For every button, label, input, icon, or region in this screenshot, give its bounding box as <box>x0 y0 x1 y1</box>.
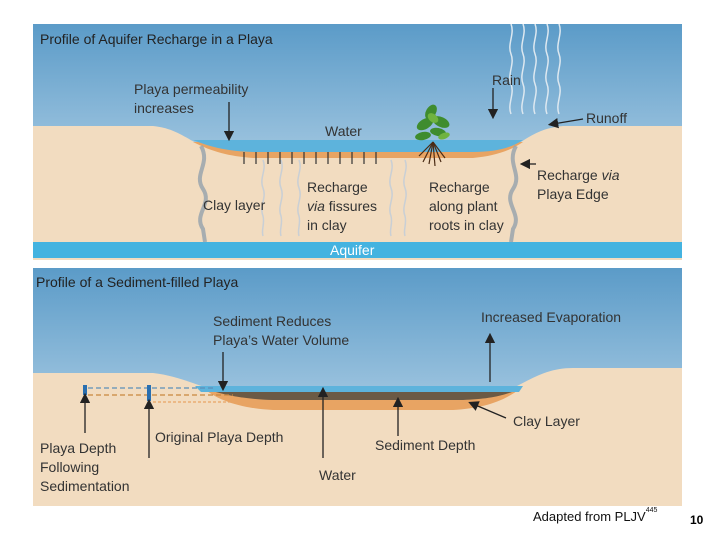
page-number: 10 <box>690 513 704 527</box>
runoff-label: Runoff <box>586 110 627 126</box>
recharge-edge-via: via <box>601 167 620 183</box>
depth-following-label: Playa Depth Following Sedimentation <box>40 440 130 494</box>
clay-layer-label: Clay layer <box>203 197 266 213</box>
plant-icon <box>415 104 450 167</box>
aquifer-recharge-panel: Profile of Aquifer Recharge in a Playa P… <box>33 24 682 260</box>
water-label: Water <box>325 123 362 139</box>
aquifer-recharge-illustration <box>33 24 682 260</box>
recharge-wavy-lines <box>197 145 519 243</box>
sediment-reduces-label: Sediment Reduces Playa’s Water Volume <box>213 313 350 348</box>
source-credit: Adapted from PLJV445 <box>533 507 658 524</box>
recharge-roots-label: Recharge along plant roots in clay <box>429 179 504 233</box>
recharge-edge-line1: Recharge <box>537 167 602 183</box>
sediment-playa-panel: Profile of a Sediment-filled Playa Sedim… <box>33 268 682 506</box>
playa-water <box>195 386 523 392</box>
fissure-arrows <box>243 152 377 164</box>
increased-evaporation-label: Increased Evaporation <box>481 309 622 325</box>
panel2-title: Profile of a Sediment-filled Playa <box>36 274 239 290</box>
credit-superscript: 445 <box>645 507 658 514</box>
rain-label: Rain <box>492 72 521 88</box>
aquifer-band <box>33 242 682 258</box>
clay-layer-label: Clay Layer <box>513 413 580 429</box>
aquifer-label: Aquifer <box>330 242 375 258</box>
water-label: Water <box>319 467 356 483</box>
depth-marker-original <box>147 385 151 401</box>
depth-dashes <box>88 387 253 403</box>
recharge-fissures-via: via <box>307 198 325 214</box>
panel2-pointers <box>79 332 507 458</box>
sediment-depth-label: Sediment Depth <box>375 437 476 453</box>
original-depth-label: Original Playa Depth <box>155 429 284 445</box>
panel1-title: Profile of Aquifer Recharge in a Playa <box>40 31 273 47</box>
recharge-fissures-line1: Recharge <box>307 179 368 195</box>
permeability-label: Playa permeability increases <box>134 81 249 116</box>
credit-text: Adapted from PLJV <box>533 509 646 524</box>
depth-marker-following <box>83 385 87 395</box>
recharge-fissures-line3: in clay <box>307 217 347 233</box>
playa-water <box>193 140 523 152</box>
rain-lines <box>509 24 561 115</box>
recharge-fissures-line2: fissures <box>324 198 378 214</box>
fissure-lines <box>261 159 407 237</box>
panel1-pointers <box>223 88 584 170</box>
ground <box>33 126 682 260</box>
recharge-fissures-label: Recharge via fissures in clay <box>307 178 377 235</box>
sediment-playa-illustration <box>33 268 682 506</box>
recharge-edge-line2: Playa Edge <box>537 186 609 202</box>
